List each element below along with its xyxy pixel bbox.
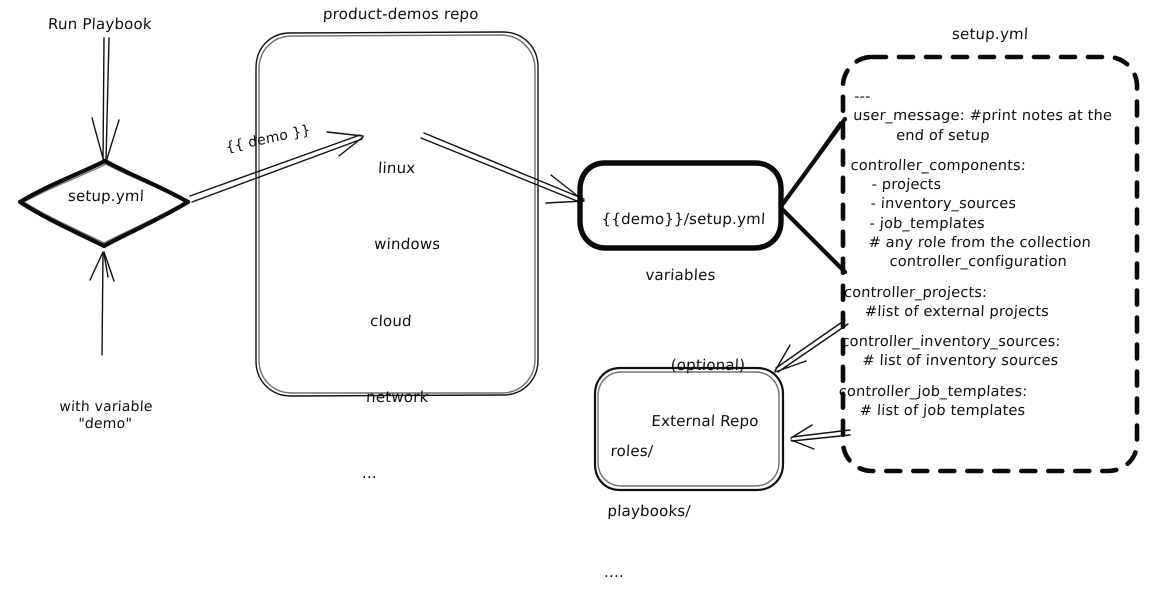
product-demos-repo-title: product-demos repo (322, 5, 480, 23)
external-repo-title-line1: (optional) (670, 355, 746, 374)
yaml-blank-line (844, 273, 1103, 284)
yaml-line-10: controller_configuration (889, 254, 1068, 271)
with-variable-line1: with variable"demo" (45, 399, 167, 432)
yaml-line-18: controller_job_templates: (838, 383, 1028, 400)
with-variable-label: with variable"demo" (44, 366, 168, 449)
edge-projects-to-external-repo (774, 319, 849, 373)
repo-item-linux[interactable]: linux (377, 159, 416, 178)
yaml-line-5: controller_components: (850, 157, 1027, 174)
yaml-blank-line (851, 146, 1110, 157)
yaml-line-2: user_message: #print notes at the (852, 108, 1113, 125)
yaml-line-16: # list of inventory sources (861, 353, 1059, 370)
with-variable-line-1: with variable (58, 399, 154, 416)
repo-item-windows[interactable]: windows (373, 235, 441, 254)
external-repo-item-roles: roles/ (610, 441, 654, 460)
yaml-line-3: end of setup (895, 127, 991, 144)
yaml-blank-line (839, 372, 1098, 383)
node-setup-yml-file[interactable] (840, 54, 1140, 474)
edge-job-templates-to-external-repo (790, 424, 851, 450)
yaml-line-1: --- (853, 89, 871, 105)
run-playbook-label: Run Playbook (47, 15, 153, 33)
yaml-line-7: - inventory_sources (870, 196, 1017, 213)
yaml-line-6: - projects (871, 177, 942, 194)
repo-item-network[interactable]: network (365, 387, 429, 406)
node-product-demos-repo[interactable] (255, 31, 539, 397)
yaml-blank-line (842, 322, 1101, 333)
yaml-line-19: # list of job templates (859, 402, 1026, 419)
repo-item-ellipsis: ... (361, 463, 378, 482)
node-external-repo[interactable] (593, 366, 785, 492)
yaml-line-15: controller_inventory_sources: (840, 334, 1061, 351)
edge-vars-to-setup-yml (779, 116, 848, 275)
repo-item-cloud[interactable]: cloud (369, 311, 413, 330)
vars-line2: variables (645, 265, 717, 284)
yaml-line-12: controller_projects: (843, 284, 988, 301)
node-demo-setup-vars-box[interactable] (577, 160, 784, 251)
edge-with-variable-to-setup (89, 251, 115, 356)
setup-yml-diamond-label: setup.yml (67, 187, 145, 205)
node-setup-yml-diamond[interactable] (17, 158, 191, 249)
yaml-line-9: # any role from the collection (868, 234, 1092, 251)
setup-yml-content: --- user_message: #print notes at the end … (837, 88, 1113, 421)
yaml-line-13: #list of external projects (864, 303, 1050, 320)
setup-yml-file-title: setup.yml (951, 25, 1029, 43)
with-variable-line-2: "demo" (77, 415, 133, 432)
edge-run-playbook-to-setup (91, 37, 120, 163)
vars-line1: {{demo}}/setup.yml (601, 209, 766, 228)
external-repo-item-playbooks: playbooks/ (607, 502, 692, 521)
edge-demo-to-linux (189, 131, 364, 203)
diagram-canvas: .stroke-thin{ fill:none; stroke:#111; st… (17, 31, 1140, 492)
demo-setup-vars-label: {{demo}}/setup.yml variables (592, 172, 774, 303)
yaml-line-8: - job_templates (869, 215, 986, 232)
external-repo-item-list: roles/ playbooks/ .... (603, 400, 697, 603)
external-repo-item-ellipsis: .... (603, 563, 625, 581)
